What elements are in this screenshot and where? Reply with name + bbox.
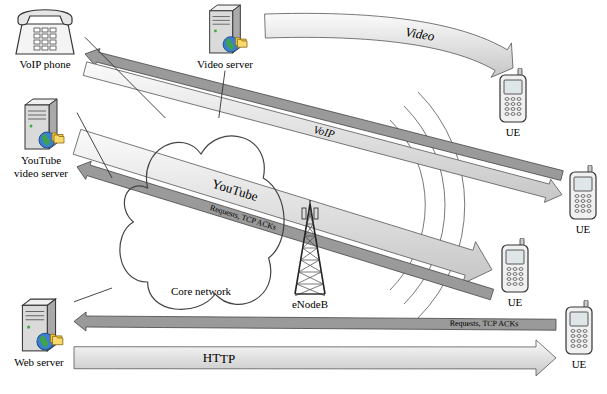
link-line (219, 71, 225, 118)
node-label: Web server (14, 356, 64, 369)
node-icon (566, 165, 600, 221)
user-equipment: UE (556, 300, 602, 371)
traffic-arrow (77, 161, 494, 300)
link-line (77, 113, 112, 178)
node-icon (17, 96, 65, 152)
enodeb-tower: eNodeB (282, 200, 338, 311)
traffic-arrow (83, 62, 562, 203)
link-line (74, 288, 112, 302)
node-label: YouTube video server (9, 154, 73, 179)
node-icon (498, 238, 532, 294)
ue-icon (562, 300, 596, 356)
phone-icon (14, 4, 76, 56)
node-icon (202, 2, 248, 56)
node-icon (14, 4, 76, 56)
node-label: Video server (197, 58, 253, 71)
node-label: UE (506, 126, 521, 139)
arrow-label: Requests, TCP ACKs (449, 320, 518, 328)
user-equipment: UE (562, 165, 604, 236)
link-line (85, 37, 165, 118)
ue-icon (498, 238, 532, 294)
node-label: UE (576, 223, 591, 236)
node-icon (562, 300, 596, 356)
node-icon (290, 200, 330, 296)
traffic-arrow (74, 312, 556, 331)
node-label: UE (508, 296, 523, 309)
arrow-label: Requests, TCP ACKs (209, 204, 277, 232)
tower-icon (290, 200, 330, 296)
ue-icon (496, 68, 530, 124)
node-label: VoIP phone (19, 58, 70, 71)
user-equipment: UE (490, 68, 536, 139)
core-network-cloud: Core network (112, 118, 290, 318)
server-icon (17, 96, 65, 152)
arrow-label: Video (404, 25, 435, 43)
arrow-label: HTTP (202, 351, 235, 364)
node-label: eNodeB (292, 298, 328, 311)
user-equipment: UE (492, 238, 538, 309)
arrow-label: VoIP (312, 124, 335, 140)
traffic-arrow (74, 340, 556, 376)
node-icon (14, 296, 64, 354)
video-server: Video server (185, 2, 265, 71)
server-icon (202, 2, 248, 56)
node-icon (496, 68, 530, 124)
node-label: UE (572, 358, 587, 371)
traffic-arrow (265, 13, 513, 77)
ue-icon (566, 165, 600, 221)
arrow-label: YouTube (210, 177, 259, 203)
web-server: Web server (4, 296, 74, 369)
node-label: Core network (171, 285, 231, 298)
youtube-server: YouTube video server (5, 96, 77, 179)
voip-phone: VoIP phone (5, 4, 85, 71)
server-icon (14, 296, 64, 354)
